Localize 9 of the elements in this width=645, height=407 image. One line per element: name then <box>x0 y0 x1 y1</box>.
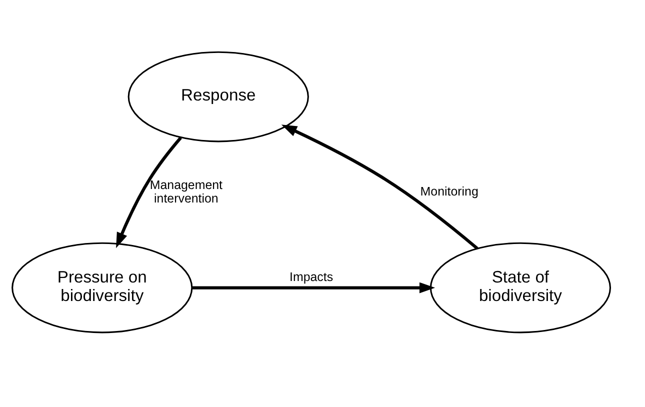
arrow <box>192 282 436 294</box>
node-ellipse: Response <box>128 51 309 142</box>
edge-label: Impacts <box>290 270 334 284</box>
arrow <box>281 124 478 250</box>
arrow <box>116 136 182 248</box>
node-ellipse: Pressure on biodiversity <box>12 242 193 334</box>
edge-label: Management intervention <box>150 178 223 206</box>
node-ellipse: State of biodiversity <box>430 242 612 334</box>
edge-label: Monitoring <box>420 184 478 199</box>
